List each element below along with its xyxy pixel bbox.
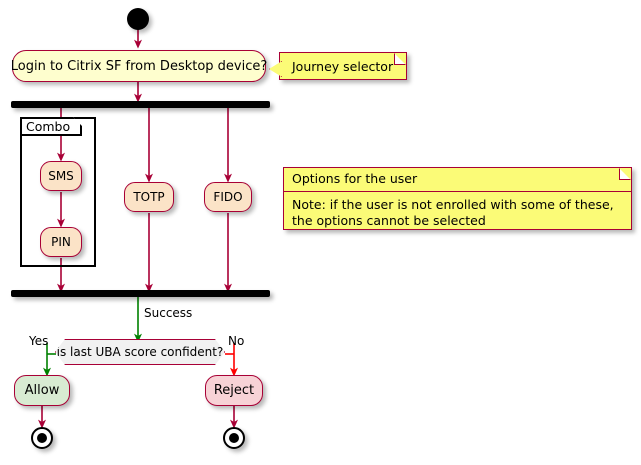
end-node-reject — [223, 427, 245, 449]
note-fold-icon — [394, 53, 406, 65]
note-journey-selector-text: Journey selector — [292, 58, 394, 74]
note-journey-selector: Journey selector — [269, 52, 407, 80]
activity-reject-label: Reject — [213, 383, 255, 398]
activity-pin-label: PIN — [51, 235, 71, 249]
end-node-allow — [31, 427, 53, 449]
edge-label-yes: Yes — [29, 334, 49, 348]
activity-pin[interactable]: PIN — [40, 227, 82, 257]
activity-login[interactable]: Login to Citrix SF from Desktop device? — [10, 50, 268, 82]
activity-fido[interactable]: FIDO — [204, 182, 252, 212]
activity-fido-label: FIDO — [213, 190, 243, 204]
note-options-header: Options for the user — [284, 168, 631, 193]
note-options: Options for the user Note: if the user i… — [283, 167, 632, 230]
decision-uba-score-label: is last UBA score confident? — [56, 345, 224, 359]
partition-combo-label: Combo — [26, 119, 71, 134]
activity-reject[interactable]: Reject — [205, 375, 263, 406]
activity-sms-label: SMS — [48, 169, 74, 183]
activity-totp-label: TOTP — [133, 190, 165, 204]
start-node — [127, 8, 149, 30]
activity-login-label: Login to Citrix SF from Desktop device? — [10, 58, 268, 74]
join-bar — [11, 290, 270, 297]
activity-allow[interactable]: Allow — [14, 375, 70, 406]
partition-combo-label-tab: Combo — [20, 117, 82, 136]
fork-bar — [11, 101, 270, 108]
activity-totp[interactable]: TOTP — [124, 182, 174, 212]
activity-sms[interactable]: SMS — [40, 161, 82, 191]
note-options-body: Note: if the user is not enrolled with s… — [292, 197, 614, 229]
decision-uba-score[interactable]: is last UBA score confident? — [55, 339, 225, 365]
activity-allow-label: Allow — [24, 383, 60, 398]
edge-label-no: No — [228, 334, 245, 348]
edge-label-success: Success — [144, 306, 193, 320]
